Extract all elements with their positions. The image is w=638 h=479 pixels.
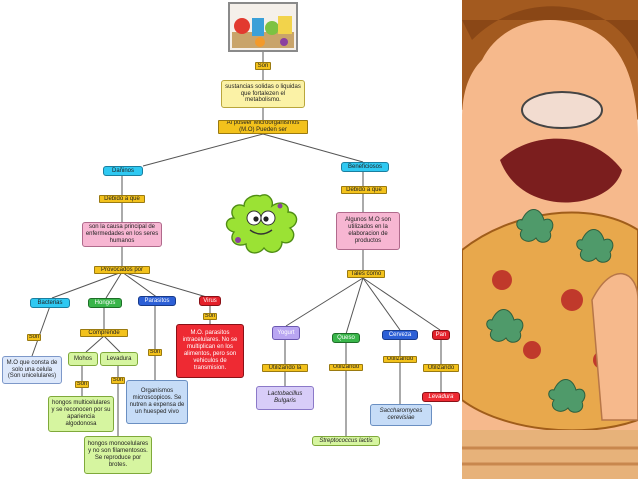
can-be-label: Al poseer Microorganismos (M.O) Pueden s… — [218, 120, 308, 134]
bacteria-son-label: Son — [27, 334, 41, 341]
microbe-shape — [516, 209, 554, 243]
microbe-shape — [548, 379, 586, 413]
yeast-description: hongos monocelulares y no son filamentos… — [84, 436, 152, 474]
eye-squint — [521, 91, 603, 129]
yeast-node: Levadura — [100, 352, 138, 366]
streptococcus-box: Streptococcus lactis — [312, 436, 380, 446]
parasites-node: Parasitos — [138, 296, 176, 306]
bread-node: Pan — [432, 330, 450, 340]
caused-by-label: Provocados por — [94, 266, 150, 274]
definition-box: sustancias solidas o liquidas que fortal… — [221, 80, 305, 108]
hand-shape — [591, 272, 638, 421]
bacteria-description: M.O que consta de solo una celula (Son u… — [2, 356, 62, 384]
virus-node: Virus — [199, 296, 221, 306]
germ-pupil-left — [253, 216, 259, 222]
vegetable-shape — [265, 21, 279, 35]
beer-node: Cerveza — [382, 330, 418, 340]
due-to-beneficial-label: Debido a que — [341, 186, 387, 194]
hair-top — [462, 6, 638, 60]
using-beer-label: Utilizando — [383, 356, 417, 363]
fruit-shape — [255, 37, 265, 47]
connector-line — [284, 340, 442, 436]
connector-group — [31, 52, 442, 436]
such-as-label: Tales como — [347, 270, 385, 278]
tomato-shape — [234, 18, 250, 34]
microbe-shape — [576, 229, 614, 263]
germ-spot — [277, 203, 283, 209]
bacteria-node: Bacterias — [30, 298, 70, 308]
son-label-top: Son — [255, 62, 271, 70]
harmful-cause-box: son la causa principal de enfermedades e… — [82, 222, 162, 247]
molds-son-label: Son — [75, 381, 89, 388]
boy-eating-pizza-illustration — [462, 0, 638, 479]
bottle-shape — [252, 18, 264, 36]
connector-line — [81, 366, 119, 436]
saccharomyces-box: Saccharomyces cerevisiae — [370, 404, 432, 426]
germ-spot — [235, 237, 241, 243]
grape-shape — [280, 38, 288, 46]
yogurt-node: Yogurt — [272, 326, 300, 340]
lactobacillus-box: Lactobacillus Bulgaris — [256, 386, 314, 410]
due-to-harmful-label: Debido a que — [99, 195, 145, 203]
pepperoni — [523, 341, 541, 359]
fungi-node: Hongos — [88, 298, 122, 308]
germ-body — [225, 194, 298, 254]
comprise-label: Comprende — [80, 329, 128, 337]
shirt-stripes — [462, 446, 638, 466]
using-cheese-label: Utilizando — [329, 364, 363, 371]
box-shape — [278, 16, 292, 34]
connector-line — [31, 305, 121, 357]
cheese-node: Queso — [332, 333, 360, 343]
parasites-son-label: Son — [148, 349, 162, 356]
beneficial-cause-box: Algunos M.O son utilizados en la elabora… — [336, 212, 400, 250]
food-collage-image — [228, 2, 298, 52]
molds-description: hongos multicelulares y se reconocen por… — [48, 396, 114, 432]
using-bread-label: Utilizando — [423, 364, 459, 372]
virus-son-label: Son — [203, 313, 217, 320]
connector-line — [142, 52, 364, 167]
connector-line — [154, 306, 211, 380]
yeast-son-label: Son — [111, 377, 125, 384]
connector-line — [51, 176, 211, 299]
molds-node: Mohos — [68, 352, 98, 366]
germ-mouth — [249, 229, 273, 235]
beneficial-node: Beneficiosos — [341, 162, 389, 172]
virus-description: M.O. parasitos intracelulares. No se mul… — [176, 324, 244, 378]
microbe-shape — [486, 309, 524, 343]
pepperoni — [561, 289, 583, 311]
using-yogurt-label: Utilizando la — [262, 364, 308, 372]
harmful-node: Dañinos — [103, 166, 143, 176]
bread-yeast-box: Levadura — [422, 392, 460, 402]
pepperoni — [492, 270, 512, 290]
connector-line — [285, 172, 441, 335]
shirt-shape — [462, 430, 638, 479]
green-germ-illustration — [225, 194, 298, 254]
food-collage-icon — [232, 16, 294, 48]
parasites-description: Organismos microscopicos. Se nutren a ex… — [126, 380, 188, 424]
germ-pupil-right — [263, 216, 269, 222]
open-mouth — [500, 138, 622, 203]
